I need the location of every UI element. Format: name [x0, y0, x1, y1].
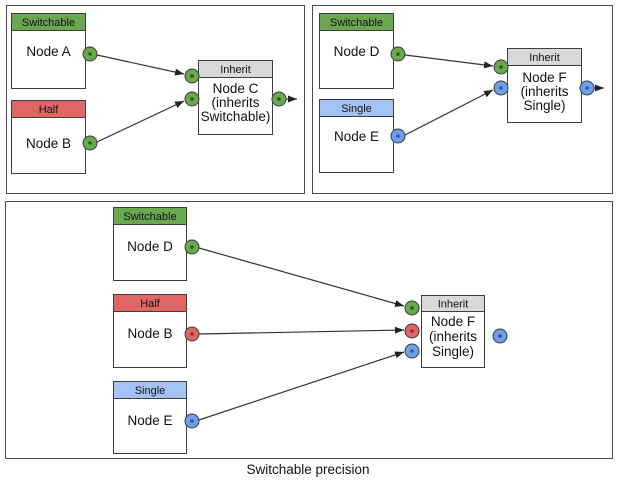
- port-dot: [499, 65, 503, 69]
- port-dot: [410, 306, 414, 310]
- node-b-bottom-header: [113, 294, 187, 312]
- port-dot: [190, 245, 194, 249]
- node-d: Switchable Node D: [319, 13, 394, 89]
- node-f-name-line1: Node F: [522, 70, 566, 85]
- node-e-name: Node E: [334, 129, 379, 144]
- node-b-bottom-header-label: Half: [140, 298, 161, 310]
- node-f-bottom-input-port-1: [404, 300, 420, 316]
- node-e: Single Node E: [319, 99, 394, 173]
- node-c: Inherit Node C (inherits Switchable): [198, 60, 273, 135]
- node-f-bottom-header-label: Inherit: [438, 299, 469, 311]
- node-d-bottom-header: [113, 207, 187, 225]
- panel-bottom-border: [5, 201, 613, 459]
- edge-node-a-to-node-c: [96, 54, 185, 76]
- node-c-header: [198, 60, 273, 78]
- panel-bottom: Switchable Node D Half Node B Single Nod…: [5, 201, 613, 459]
- node-d-output-port: [390, 46, 406, 62]
- node-f-header: [507, 48, 582, 66]
- edge-node-d-to-node-f-bottom: [198, 247, 405, 307]
- node-f-header-label: Inherit: [529, 52, 560, 64]
- node-c-name-line3: Switchable): [201, 109, 271, 124]
- node-c-name-line2: (inherits: [211, 95, 259, 110]
- port-dot: [498, 334, 502, 338]
- node-a-output-port: [82, 46, 98, 62]
- node-e-bottom-header-label: Single: [135, 385, 166, 397]
- edge-node-b-to-node-f-bottom: [198, 326, 405, 335]
- node-a: Switchable Node A: [11, 13, 86, 89]
- port-dot: [88, 141, 92, 145]
- edge-node-d-to-node-f: [404, 54, 494, 69]
- node-f-bottom-output-port: [492, 328, 508, 344]
- node-a-header-label: Switchable: [22, 17, 75, 29]
- node-f-bottom-name-line3: Single): [432, 344, 474, 359]
- port-dot: [190, 74, 194, 78]
- node-e-output-port: [390, 128, 406, 144]
- edge-node-b-to-node-c: [96, 100, 185, 143]
- node-e-bottom-name: Node E: [127, 413, 172, 428]
- node-e-header: [319, 99, 394, 117]
- node-b-bottom: Half Node B: [113, 294, 187, 368]
- panel-top-left: Switchable Node A Half Node B Inherit No…: [6, 5, 305, 194]
- node-e-header-label: Single: [341, 103, 372, 115]
- node-c-name-line1: Node C: [213, 81, 259, 96]
- port-dot: [410, 329, 414, 333]
- port-dot: [396, 52, 400, 56]
- node-f-bottom-name-line2: (inherits: [429, 329, 477, 344]
- node-a-name: Node A: [26, 44, 70, 59]
- port-dot: [190, 332, 194, 336]
- node-f-output-port: [579, 80, 595, 96]
- node-d-name: Node D: [334, 44, 380, 59]
- port-dot: [190, 97, 194, 101]
- node-f-input-port-2: [493, 80, 509, 96]
- node-a-header: [11, 13, 86, 31]
- node-f-name-line3: Single): [523, 98, 565, 113]
- edge-node-e-to-node-f-bottom: [198, 351, 405, 421]
- node-b-bottom-output-port: [184, 326, 200, 342]
- node-c-header-label: Inherit: [220, 64, 251, 76]
- node-c-input-port-2: [184, 91, 200, 107]
- node-b: Half Node B: [11, 100, 86, 174]
- port-dot: [396, 134, 400, 138]
- node-b-name: Node B: [26, 136, 71, 151]
- node-e-bottom: Single Node E: [113, 381, 187, 454]
- node-d-bottom-output-port: [184, 239, 200, 255]
- node-b-output-port: [82, 135, 98, 151]
- node-d-header: [319, 13, 394, 31]
- node-b-header: [11, 100, 86, 118]
- node-d-bottom: Switchable Node D: [113, 207, 187, 281]
- node-f: Inherit Node F (inherits Single): [507, 48, 582, 123]
- node-e-bottom-output-port: [184, 413, 200, 429]
- node-c-input-port-1: [184, 68, 200, 84]
- node-d-bottom-header-label: Switchable: [123, 211, 176, 223]
- port-dot: [410, 349, 414, 353]
- node-b-bottom-name: Node B: [127, 326, 172, 341]
- node-f-bottom: Inherit Node F (inherits Single): [421, 295, 485, 368]
- port-dot: [277, 97, 281, 101]
- node-f-bottom-input-port-3: [404, 343, 420, 359]
- node-f-input-port-1: [493, 59, 509, 75]
- node-d-header-label: Switchable: [330, 17, 383, 29]
- port-dot: [585, 86, 589, 90]
- edge-node-e-to-node-f: [404, 89, 494, 136]
- port-dot: [88, 52, 92, 56]
- port-dot: [190, 419, 194, 423]
- panel-top-right: Switchable Node D Single Node E Inherit …: [312, 5, 613, 194]
- node-d-bottom-name: Node D: [127, 239, 173, 254]
- node-e-bottom-header: [113, 381, 187, 399]
- figure-caption: Switchable precision: [246, 462, 369, 477]
- node-f-bottom-input-port-2: [404, 323, 420, 339]
- node-f-bottom-name-line1: Node F: [431, 314, 475, 329]
- node-f-bottom-header: [421, 295, 485, 312]
- node-c-output-port: [271, 91, 287, 107]
- port-dot: [499, 86, 503, 90]
- node-b-header-label: Half: [39, 104, 60, 116]
- node-f-name-line2: (inherits: [520, 84, 568, 99]
